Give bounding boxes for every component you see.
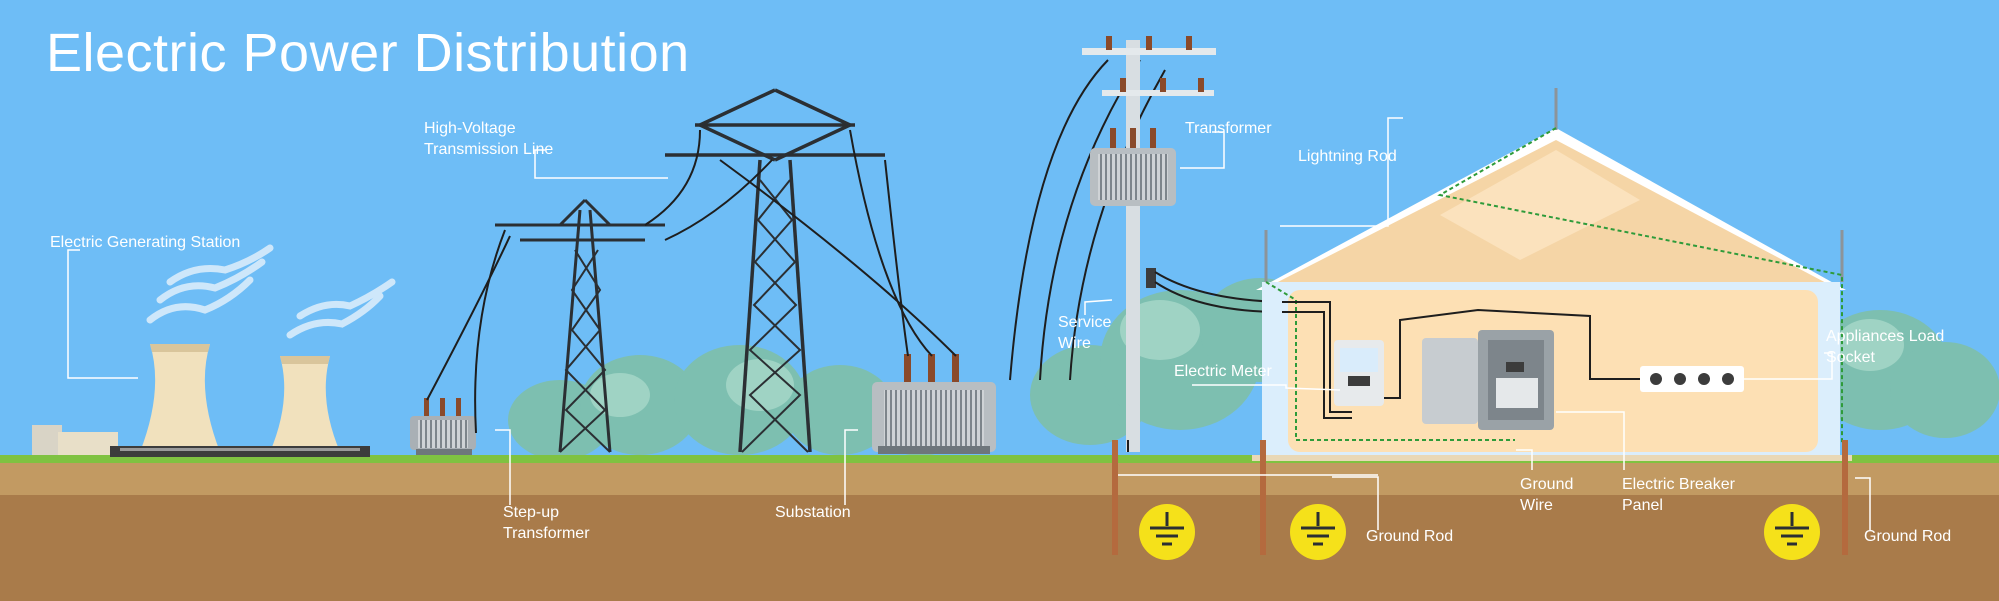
topsoil bbox=[0, 463, 1999, 495]
label-substation: Substation bbox=[775, 502, 851, 523]
leader-lines bbox=[67, 117, 1871, 530]
label-appliances-1: Appliances Load bbox=[1826, 328, 1945, 345]
generating-station bbox=[32, 244, 396, 457]
label-ground-wire-2: Wire bbox=[1520, 497, 1553, 514]
label-service-wire: Service Wire bbox=[1058, 312, 1111, 354]
label-breaker-panel-2: Panel bbox=[1622, 497, 1663, 514]
label-stepup-2: Transformer bbox=[503, 525, 590, 542]
label-appliances-socket: Appliances Load Socket bbox=[1826, 326, 1944, 368]
utility-pole bbox=[1082, 36, 1216, 452]
label-generating-station-text: Electric Generating Station bbox=[50, 234, 241, 251]
label-breaker-panel: Electric Breaker Panel bbox=[1622, 474, 1735, 516]
transmission-tower-2 bbox=[665, 88, 885, 453]
label-hv-line-2: Transmission Line bbox=[424, 141, 554, 158]
label-transformer-text: Transformer bbox=[1185, 120, 1272, 137]
transmission-wires bbox=[426, 59, 1166, 434]
label-generating-station: Electric Generating Station bbox=[50, 232, 240, 253]
grass-strip bbox=[0, 455, 1999, 463]
label-service-wire-2: Wire bbox=[1058, 335, 1091, 352]
diagram-title: Electric Power Distribution bbox=[46, 23, 690, 83]
subsoil bbox=[0, 495, 1999, 601]
substation-unit bbox=[872, 354, 996, 454]
label-transformer: Transformer bbox=[1185, 118, 1272, 139]
ground-wire-path bbox=[1265, 127, 1843, 445]
label-substation-text: Substation bbox=[775, 504, 851, 521]
label-hv-line-1: High-Voltage bbox=[424, 120, 516, 137]
lightning-rods bbox=[1264, 88, 1844, 282]
label-service-wire-1: Service bbox=[1058, 314, 1112, 331]
ground-symbols bbox=[1139, 504, 1820, 560]
label-ground-wire: Ground Wire bbox=[1520, 474, 1573, 516]
label-electric-meter-text: Electric Meter bbox=[1174, 363, 1272, 380]
meter-unit bbox=[1334, 340, 1384, 406]
label-lightning-rod-text: Lightning Rod bbox=[1298, 148, 1397, 165]
house-wires bbox=[1127, 301, 1640, 452]
label-hv-transmission-line: High-Voltage Transmission Line bbox=[424, 118, 553, 160]
label-ground-rod-2: Ground Rod bbox=[1864, 526, 1951, 547]
label-lightning-rod: Lightning Rod bbox=[1298, 146, 1397, 167]
label-stepup-1: Step-up bbox=[503, 504, 560, 521]
stepup-transformer bbox=[410, 398, 476, 455]
label-stepup-transformer: Step-up Transformer bbox=[503, 502, 590, 544]
label-appliances-2: Socket bbox=[1826, 349, 1875, 366]
label-electric-meter: Electric Meter bbox=[1174, 361, 1272, 382]
label-ground-wire-1: Ground bbox=[1520, 476, 1574, 493]
socket-strip bbox=[1640, 366, 1744, 392]
transmission-tower-1 bbox=[495, 198, 665, 453]
label-ground-rod-1: Ground Rod bbox=[1366, 526, 1453, 547]
label-breaker-panel-1: Electric Breaker bbox=[1622, 476, 1735, 493]
label-ground-rod-1-text: Ground Rod bbox=[1366, 528, 1454, 545]
ground-rods bbox=[1112, 440, 1848, 555]
label-ground-rod-2-text: Ground Rod bbox=[1864, 528, 1952, 545]
breaker-panel-unit bbox=[1422, 330, 1554, 430]
